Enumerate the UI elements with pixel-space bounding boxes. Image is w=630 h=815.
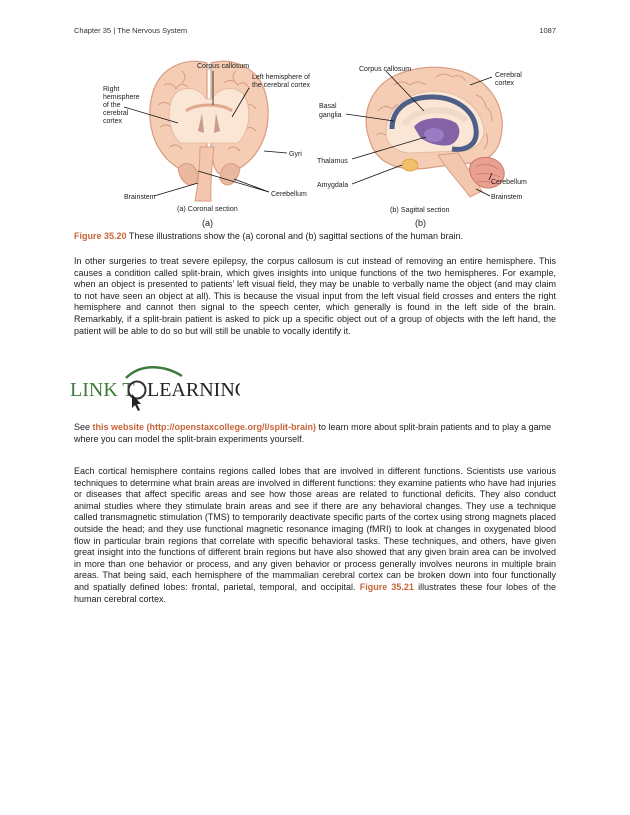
link-to-learning-o-ring: [127, 380, 147, 400]
sagittal-amygdala: [401, 158, 419, 172]
coronal-label-right-hemisphere-5: cortex: [103, 118, 123, 125]
sagittal-letter: (b): [415, 218, 426, 228]
figure-caption-text: These illustrations show the (a) coronal…: [126, 231, 464, 241]
figure-caption-ref: Figure 35.20: [74, 231, 127, 241]
sagittal-section-title: (b) Sagittal section: [390, 205, 450, 214]
coronal-label-gyri: Gyri: [289, 151, 302, 158]
coronal-letter: (a): [202, 218, 213, 228]
figure-caption: Figure 35.20 These illustrations show th…: [74, 231, 556, 242]
sagittal-label-basal-ganglia-1: Basal: [319, 103, 337, 110]
coronal-label-left-hemisphere-2: the cerebral cortex: [252, 82, 310, 89]
see-suffix: to learn more about split-brain patients…: [74, 422, 552, 444]
sagittal-brainstem: [437, 152, 483, 198]
sagittal-label-amygdala: Amygdala: [317, 182, 348, 189]
coronal-brain-illustration: Corpus callosum Left hemisphere of the c…: [103, 60, 310, 228]
sagittal-label-cerebral-cortex-1: Cerebral: [495, 72, 522, 79]
coronal-label-right-hemisphere-3: of the: [103, 102, 121, 109]
coronal-brainstem: [194, 146, 215, 202]
sagittal-label-cerebral-cortex-2: cortex: [495, 80, 515, 87]
chapter-title: Chapter 35 | The Nervous System: [74, 26, 188, 35]
sagittal-thalamus: [424, 128, 444, 142]
sagittal-basal-ganglia: [389, 94, 479, 152]
link-to-learning-link-word: LINK T: [70, 379, 135, 401]
coronal-section-title: (a) Coronal section: [177, 204, 238, 213]
coronal-label-corpus-callosum: Corpus callosum: [197, 63, 249, 70]
coronal-cerebellum: [177, 163, 199, 186]
coronal-label-cerebellum: Cerebellum: [271, 191, 307, 198]
cortical-lobes-text: Each cortical hemisphere contains region…: [74, 466, 556, 592]
sagittal-label-basal-ganglia-2: ganglia: [319, 112, 342, 119]
coronal-label-left-hemisphere-1: Left hemisphere of: [252, 74, 310, 81]
coronal-label-right-hemisphere-2: hemisphere: [103, 94, 140, 101]
sagittal-corpus-callosum: [401, 107, 469, 127]
coronal-white-matter: [168, 88, 250, 144]
sagittal-label-thalamus: Thalamus: [317, 158, 348, 165]
coronal-label-brainstem: Brainstem: [124, 194, 156, 201]
see-prefix: See: [74, 422, 93, 432]
body-paragraph-cortical-lobes: Each cortical hemisphere contains region…: [74, 466, 556, 605]
sagittal-label-cerebellum: Cerebellum: [491, 179, 527, 186]
figure-brain-sections: Corpus callosum Left hemisphere of the c…: [74, 55, 556, 230]
link-to-learning-swoosh: [125, 366, 183, 379]
cortical-lobes-suffix: illustrates these four lobes of the huma…: [74, 581, 556, 604]
body-paragraph-split-brain: In other surgeries to treat severe epile…: [74, 256, 556, 336]
figure-35-21-ref[interactable]: Figure 35.21: [359, 581, 414, 592]
link-to-learning-logo: LINK T LEARNING: [70, 364, 249, 414]
link-to-learning-learning-word: LEARNING: [147, 379, 240, 401]
coronal-label-right-hemisphere-4: cerebral: [103, 110, 129, 117]
sagittal-cerebellum: [469, 156, 505, 189]
sagittal-label-brainstem: Brainstem: [491, 194, 523, 201]
sagittal-brain-illustration: Corpus callosum Cerebral cortex Basal ga…: [317, 66, 527, 228]
sagittal-label-corpus-callosum: Corpus callosum: [359, 66, 411, 73]
page-number: 1087: [539, 26, 556, 35]
page-header: Chapter 35 | The Nervous System 1087: [74, 26, 556, 38]
cursor-icon: [132, 394, 141, 411]
link-to-learning-text: See this website (http://openstaxcollege…: [74, 422, 556, 445]
coronal-label-right-hemisphere-1: Right: [103, 86, 119, 93]
split-brain-website-link[interactable]: this website (http://openstaxcollege.org…: [92, 422, 317, 432]
